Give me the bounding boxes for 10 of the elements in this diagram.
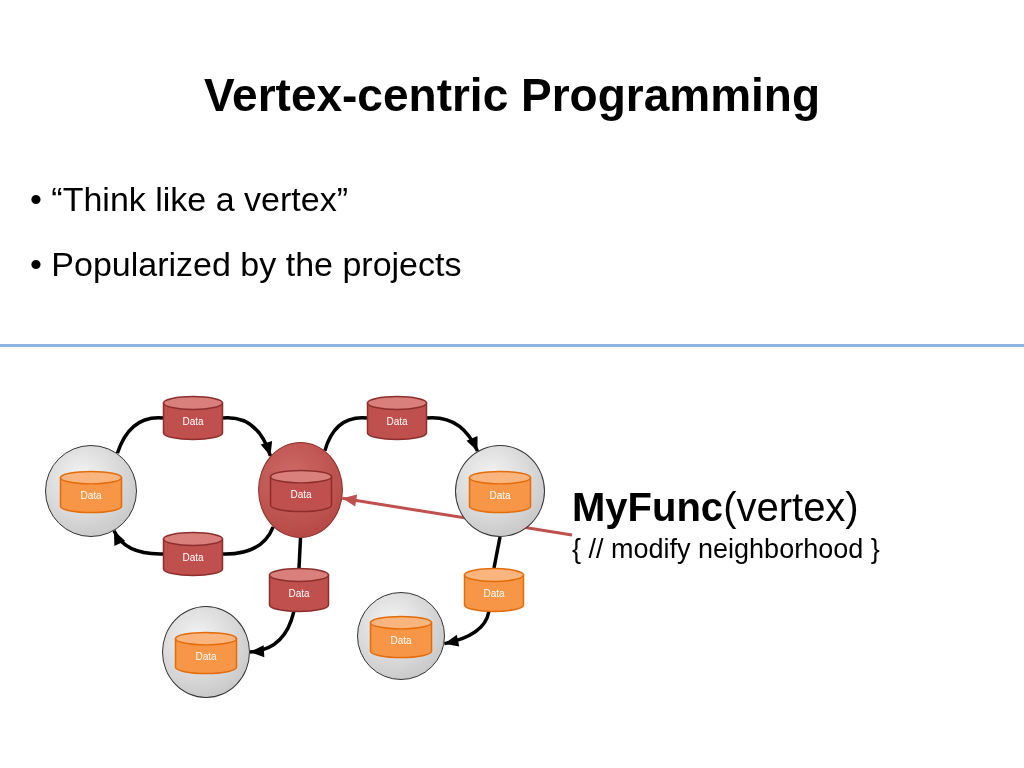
arrow	[426, 416, 480, 452]
arrow	[112, 530, 163, 556]
arrow	[222, 416, 273, 457]
bullet-point: • “Think like a vertex”	[30, 180, 349, 219]
code-comment: { // modify neighborhood }	[572, 534, 881, 565]
slide-title: Vertex-centric Programming	[202, 68, 822, 122]
arrow	[443, 611, 491, 647]
bullet-point: • Popularized by the projects	[30, 245, 462, 284]
arrow	[249, 611, 296, 657]
function-signature: MyFunc(vertex)	[572, 485, 860, 530]
